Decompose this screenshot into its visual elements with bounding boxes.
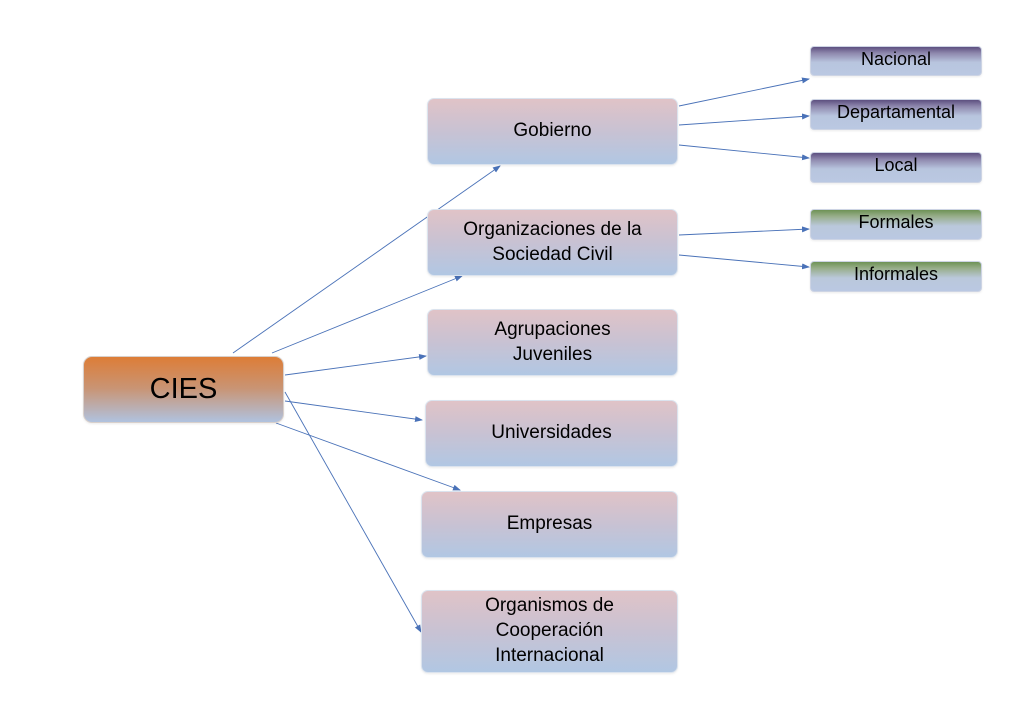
local-label: Local: [874, 155, 918, 175]
agrupaciones-label-line-2: Juveniles: [512, 343, 593, 365]
nacional-node: Nacional: [810, 46, 982, 76]
connector-sociedad-informales: [678, 254, 810, 270]
connector-cies-empresas: [275, 422, 461, 491]
organismos-cooperacion-node: Organismos de Cooperación Internacional: [421, 590, 678, 673]
informales-node: Informales: [810, 261, 982, 292]
connector-gobierno-local: [678, 144, 810, 161]
informales-label: Informales: [853, 264, 939, 284]
empresas-label: Empresas: [506, 513, 593, 535]
connector-cies-universidades: [284, 400, 423, 423]
cies-node: CIES: [83, 356, 284, 423]
gobierno-node: Gobierno: [427, 98, 678, 165]
organismos-label-line-2: Cooperación: [495, 620, 604, 642]
formales-label: Formales: [858, 212, 934, 232]
gobierno-label: Gobierno: [513, 120, 592, 142]
connector-cies-agrupaciones: [284, 353, 427, 376]
departamental-label: Departamental: [836, 102, 956, 122]
sociedad-civil-node: Organizaciones de la Sociedad Civil: [427, 209, 678, 276]
connector-cies-sociedad-civil: [271, 275, 463, 354]
agrupaciones-juveniles-node: Agrupaciones Juveniles: [427, 309, 678, 376]
universidades-node: Universidades: [425, 400, 678, 467]
local-node: Local: [810, 152, 982, 183]
organismos-label-line-1: Organismos de: [485, 595, 614, 617]
universidades-label: Universidades: [491, 422, 612, 444]
formales-node: Formales: [810, 209, 982, 240]
connector-cies-organismos: [284, 391, 422, 633]
connector-cies-gobierno: [232, 165, 501, 354]
empresas-node: Empresas: [421, 491, 678, 558]
organismos-label-line-3: Internacional: [495, 644, 604, 666]
connector-gobierno-nacional: [678, 77, 810, 107]
connector-sociedad-formales: [678, 226, 810, 236]
cies-label: CIES: [149, 372, 218, 405]
sociedad-civil-label-line-1: Organizaciones de la: [463, 218, 642, 240]
agrupaciones-label-line-1: Agrupaciones: [494, 318, 611, 340]
sociedad-civil-label-line-2: Sociedad Civil: [492, 243, 613, 265]
nacional-label: Nacional: [860, 49, 932, 69]
connector-gobierno-departamental: [678, 113, 810, 126]
departamental-node: Departamental: [810, 99, 982, 130]
